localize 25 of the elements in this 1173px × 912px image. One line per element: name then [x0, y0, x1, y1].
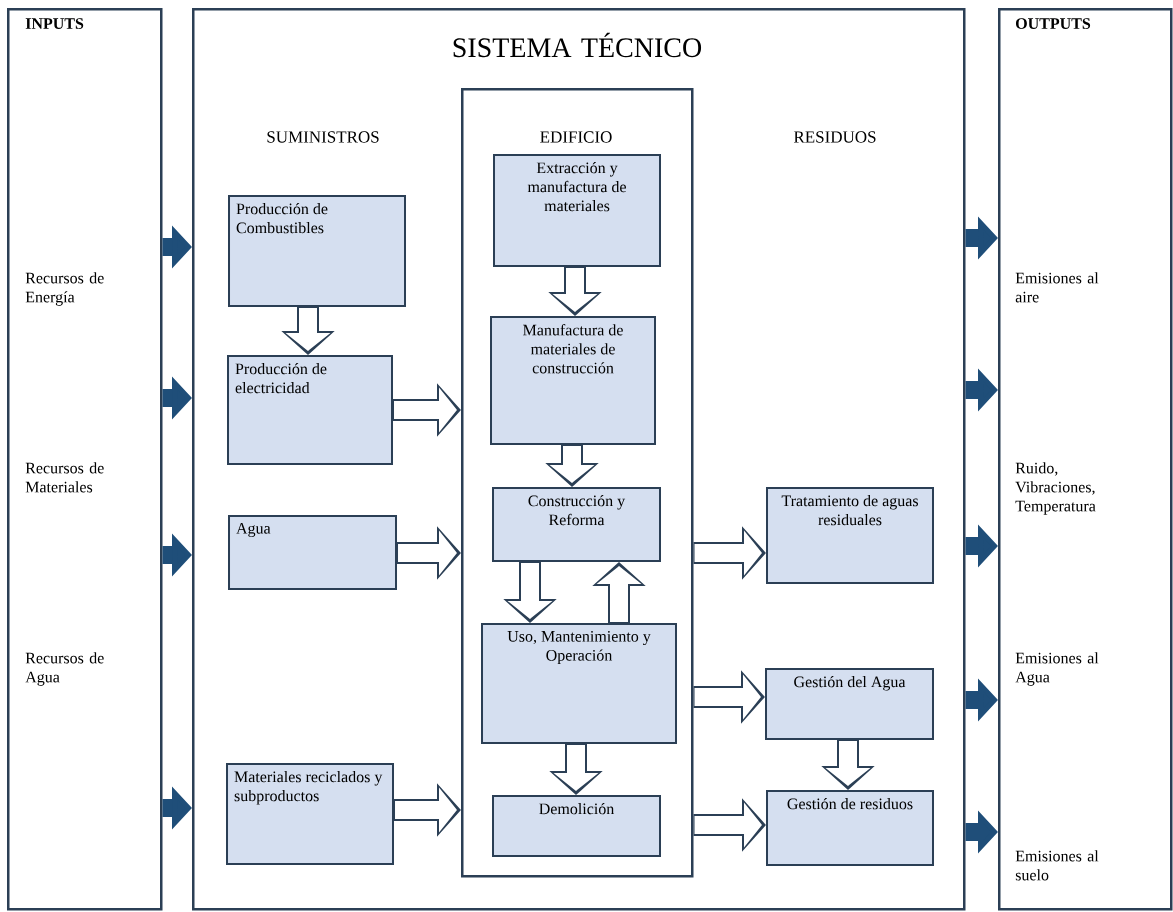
title: SISTEMA TÉCNICO [453, 32, 702, 58]
resource-label: Recursos de Energía [25, 272, 104, 306]
resource-label: Recursos de Agua [25, 652, 104, 686]
process-box: Producción de Combustibles [228, 195, 406, 307]
output-label: Emisiones al suelo [1015, 850, 1099, 881]
process-box: Gestión del Agua [765, 668, 934, 740]
column-heading: SUMINISTROS [267, 131, 379, 143]
process-box: Producción de electricidad [227, 355, 393, 465]
process-box: Materiales reciclados y subproductos [226, 763, 394, 865]
column-heading: RESIDUOS [793, 131, 876, 143]
output-label: Ruido, Vibraciones, Temperatura [1015, 462, 1096, 515]
process-box: Uso, Mantenimiento y Operación [481, 623, 677, 744]
output-label: Emisiones al aire [1015, 272, 1099, 303]
column-heading: EDIFICIO [540, 131, 612, 143]
resource-label: Recursos de Materiales [25, 462, 104, 493]
process-box: Construcción y Reforma [492, 487, 661, 562]
process-box: Manufactura de materiales de construcción [490, 316, 656, 445]
process-box: Demolición [492, 795, 661, 857]
process-box: Agua [228, 515, 397, 590]
process-box: Tratamiento de aguas residuales [766, 487, 934, 584]
process-box: Gestión de residuos [766, 790, 934, 866]
process-box: Extracción y manufactura de materiales [493, 154, 661, 267]
panel-heading: INPUTS [25, 18, 84, 29]
panel-heading: OUTPUTS [1016, 18, 1091, 29]
output-label: Emisiones al Agua [1015, 652, 1099, 686]
